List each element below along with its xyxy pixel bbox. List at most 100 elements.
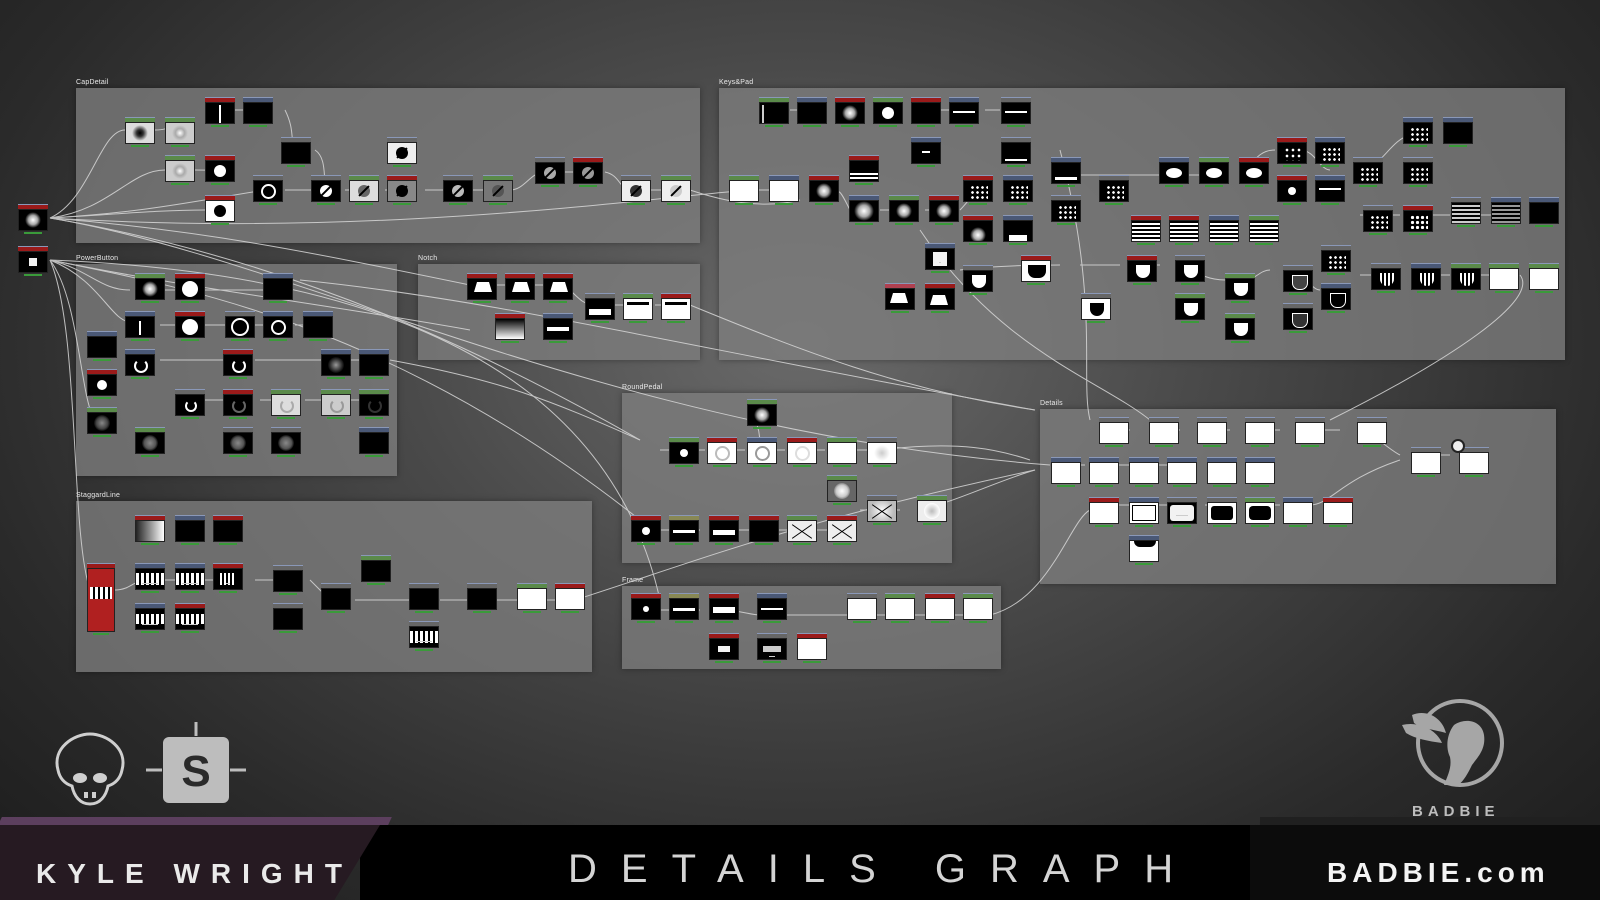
graph-node[interactable]: [225, 311, 255, 341]
graph-node[interactable]: [631, 593, 661, 623]
graph-node[interactable]: [205, 97, 235, 127]
graph-node[interactable]: [621, 175, 651, 205]
graph-node[interactable]: [1099, 175, 1129, 205]
graph-node[interactable]: [1167, 457, 1197, 487]
graph-node[interactable]: [243, 97, 273, 127]
graph-node[interactable]: [125, 311, 155, 341]
graph-node[interactable]: [585, 293, 615, 323]
graph-node[interactable]: [273, 603, 303, 633]
graph-node[interactable]: [387, 175, 417, 205]
graph-node[interactable]: [1131, 215, 1161, 245]
graph-node[interactable]: [505, 273, 535, 303]
graph-node[interactable]: [443, 175, 473, 205]
graph-node[interactable]: [757, 593, 787, 623]
graph-node[interactable]: [135, 515, 165, 545]
graph-node[interactable]: [623, 293, 653, 323]
graph-node[interactable]: [175, 603, 205, 633]
site-url[interactable]: BADBIE.com: [1327, 857, 1550, 888]
graph-node[interactable]: [165, 155, 195, 185]
graph-node[interactable]: [797, 97, 827, 127]
graph-node[interactable]: [271, 389, 301, 419]
graph-node[interactable]: [359, 427, 389, 457]
graph-node[interactable]: [467, 273, 497, 303]
graph-node[interactable]: [1099, 417, 1129, 447]
graph-node[interactable]: [759, 97, 789, 127]
graph-node[interactable]: [495, 313, 525, 343]
graph-node[interactable]: [797, 633, 827, 663]
graph-node[interactable]: [263, 273, 293, 303]
graph-node[interactable]: [849, 195, 879, 225]
graph-node[interactable]: [253, 175, 283, 205]
graph-node[interactable]: [1199, 157, 1229, 187]
graph-node[interactable]: [1459, 447, 1489, 477]
graph-node[interactable]: [87, 331, 117, 361]
graph-node[interactable]: [1491, 197, 1521, 227]
graph-node[interactable]: [175, 515, 205, 545]
graph-node[interactable]: [849, 155, 879, 185]
graph-node[interactable]: [1089, 457, 1119, 487]
graph-node[interactable]: [929, 195, 959, 225]
graph-node[interactable]: [827, 515, 857, 545]
comment-pin-icon[interactable]: [1451, 439, 1465, 453]
graph-node[interactable]: [321, 389, 351, 419]
graph-node[interactable]: [1321, 245, 1351, 275]
graph-node[interactable]: [535, 157, 565, 187]
graph-node[interactable]: [1283, 497, 1313, 527]
graph-node[interactable]: [18, 204, 48, 234]
graph-node[interactable]: [757, 633, 787, 663]
graph-node[interactable]: [135, 273, 165, 303]
graph-node[interactable]: [87, 407, 117, 437]
graph-node[interactable]: [1207, 497, 1237, 527]
graph-node[interactable]: [175, 311, 205, 341]
graph-node[interactable]: [205, 155, 235, 185]
graph-node[interactable]: [885, 593, 915, 623]
graph-node[interactable]: [709, 515, 739, 545]
graph-node[interactable]: [709, 633, 739, 663]
graph-node[interactable]: [1283, 303, 1313, 333]
graph-node[interactable]: [1529, 263, 1559, 293]
graph-node[interactable]: [555, 583, 585, 613]
graph-node[interactable]: [963, 175, 993, 205]
graph-node[interactable]: [1245, 497, 1275, 527]
graph-node[interactable]: [1209, 215, 1239, 245]
graph-node[interactable]: [835, 97, 865, 127]
graph-node[interactable]: [1323, 497, 1353, 527]
graph-node[interactable]: [1357, 417, 1387, 447]
graph-node[interactable]: [747, 437, 777, 467]
graph-node[interactable]: [409, 583, 439, 613]
graph-node[interactable]: [1051, 457, 1081, 487]
graph-node[interactable]: [1127, 255, 1157, 285]
graph-node[interactable]: [223, 389, 253, 419]
graph-node[interactable]: [311, 175, 341, 205]
graph-node[interactable]: [1403, 205, 1433, 235]
graph-node[interactable]: [1159, 157, 1189, 187]
graph-node[interactable]: [1249, 215, 1279, 245]
graph-node[interactable]: [709, 593, 739, 623]
graph-node[interactable]: [925, 593, 955, 623]
graph-node[interactable]: [1167, 497, 1197, 527]
graph-node[interactable]: [135, 603, 165, 633]
graph-node[interactable]: [1001, 137, 1031, 167]
graph-node[interactable]: [963, 265, 993, 295]
graph-node[interactable]: [271, 427, 301, 457]
graph-node[interactable]: [1245, 417, 1275, 447]
graph-node[interactable]: [223, 427, 253, 457]
graph-node[interactable]: [1451, 263, 1481, 293]
graph-node[interactable]: [223, 349, 253, 379]
graph-node[interactable]: [1529, 197, 1559, 227]
graph-node[interactable]: [359, 389, 389, 419]
graph-node[interactable]: [1149, 417, 1179, 447]
graph-node[interactable]: [213, 563, 243, 593]
graph-node[interactable]: [1129, 457, 1159, 487]
graph-node[interactable]: [517, 583, 547, 613]
graph-node[interactable]: [18, 246, 48, 276]
graph-node[interactable]: [867, 495, 897, 525]
graph-node[interactable]: [1051, 157, 1081, 187]
graph-node[interactable]: [1197, 417, 1227, 447]
graph-node[interactable]: [1175, 255, 1205, 285]
graph-node[interactable]: [349, 175, 379, 205]
graph-node[interactable]: [1443, 117, 1473, 147]
graph-node[interactable]: [205, 195, 235, 225]
graph-node[interactable]: [1363, 205, 1393, 235]
graph-node[interactable]: [1129, 535, 1159, 565]
